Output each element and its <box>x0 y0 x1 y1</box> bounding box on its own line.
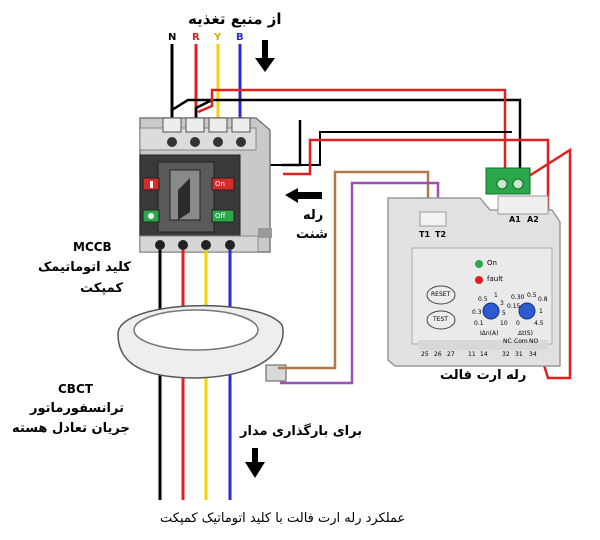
phase-label-b: B <box>236 32 244 43</box>
dial2-tick: 0 <box>516 320 520 327</box>
load-label: برای بارگذاری مدار <box>240 424 363 439</box>
relay-terminal-com: Com <box>514 338 528 345</box>
relay-label: رله ارت فالت <box>440 368 527 383</box>
reset-button <box>426 285 456 305</box>
relay-t2-label: T2 <box>435 230 447 239</box>
dial2-unit: Δt(S) <box>518 330 533 337</box>
phase-label-n: N <box>168 32 177 43</box>
shunt-label-line1: رله <box>303 208 324 223</box>
relay-terminal-25: 25 <box>421 351 429 358</box>
relay-a1-label: A1 <box>509 215 521 224</box>
dial2-tick: 0.15 <box>507 303 521 310</box>
load-direction-arrow-icon <box>245 448 265 478</box>
mccb-breaker <box>139 117 272 253</box>
dial1-unit: IΔn(A) <box>480 330 499 337</box>
mccb-off-label: On <box>215 180 225 188</box>
dial1-tick: 0.3 <box>472 309 482 316</box>
relay-terminal-31: 31 <box>515 351 523 358</box>
dial1-tick: 3 <box>500 300 504 307</box>
cbct-name-line2: جریان تعادل هسته <box>12 421 130 436</box>
relay-t1-label: T1 <box>419 230 431 239</box>
diagram-caption: عملکرد رله ارت فالت با کلید اتوماتیک کمپ… <box>160 511 406 526</box>
relay-terminal-32: 32 <box>502 351 510 358</box>
relay-terminal-27: 27 <box>447 351 455 358</box>
cbct-code-label: CBCT <box>58 382 93 396</box>
earth-fault-relay <box>387 167 561 367</box>
supply-direction-arrow-icon <box>255 40 275 72</box>
dial2-tick: 0.30 <box>511 294 525 301</box>
relay-terminal-11: 11 <box>468 351 476 358</box>
mccb-name-line2: کمپکت <box>80 281 123 296</box>
phase-label-r: R <box>192 32 200 43</box>
cbct-ring <box>117 304 287 382</box>
current-dial-icon <box>482 302 500 320</box>
relay-terminal-14: 14 <box>480 351 488 358</box>
shunt-arrow-icon <box>285 188 322 203</box>
mccb-code-label: MCCB <box>73 240 112 254</box>
dial2-tick: 1 <box>539 308 543 315</box>
time-dial-icon <box>518 302 536 320</box>
relay-terminal-34: 34 <box>529 351 537 358</box>
supply-wires <box>170 44 242 118</box>
dial2-tick: 0.5 <box>527 292 537 299</box>
dial1-tick: 1 <box>494 292 498 299</box>
test-button <box>426 310 456 330</box>
dial1-tick: 0.5 <box>478 296 488 303</box>
shunt-label-line2: شنت <box>296 227 328 242</box>
supply-source-label: از منبع تغذیه <box>188 10 282 28</box>
dial1-tick: 0.1 <box>474 320 484 327</box>
reset-button-label: RESET <box>431 291 451 298</box>
dial2-tick: 4.5 <box>534 320 544 327</box>
fault-led <box>475 276 483 284</box>
relay-terminal-26: 26 <box>434 351 442 358</box>
relay-a2-label: A2 <box>527 215 539 224</box>
relay-supply-connector <box>485 167 531 195</box>
dial2-tick: 0.8 <box>538 296 548 303</box>
on-led <box>475 260 483 268</box>
relay-terminal-nc: NC <box>503 338 512 345</box>
ct-secondary-wires <box>278 170 440 385</box>
relay-fault-label: fault <box>487 275 503 283</box>
phase-label-y: Y <box>214 32 222 43</box>
dial1-tick: 5 <box>502 310 506 317</box>
relay-on-label: On <box>487 259 497 267</box>
test-button-label: TEST <box>433 316 448 323</box>
mccb-name-line1: کلید اتوماتیمک <box>38 260 131 275</box>
mccb-on-label: Off <box>215 212 226 220</box>
relay-terminal-no: NO <box>529 338 539 345</box>
cbct-name-line1: ترانسفورماتور <box>30 401 124 416</box>
dial1-tick: 10 <box>500 320 508 327</box>
